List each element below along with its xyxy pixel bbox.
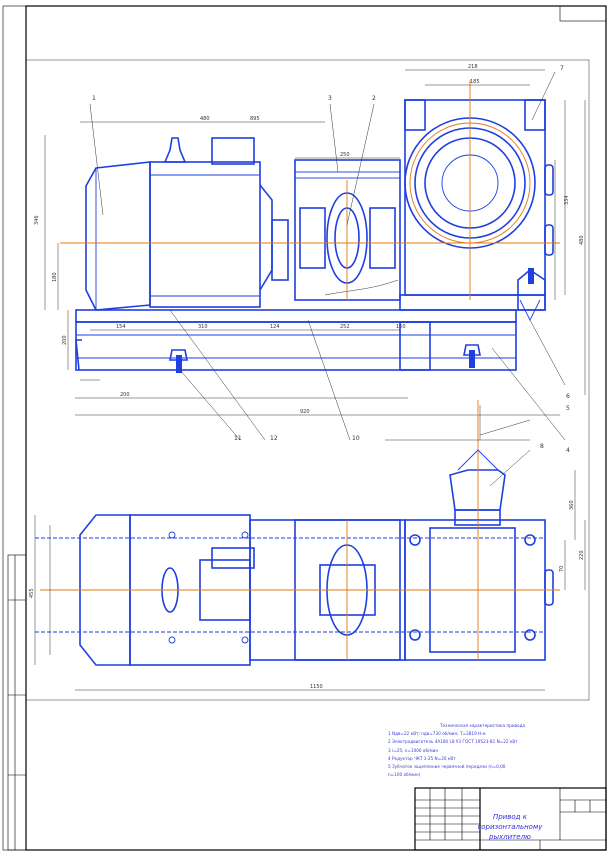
output-cone — [449, 400, 531, 526]
dim-coupling-width: 250 — [340, 152, 350, 158]
electric-motor — [85, 137, 289, 311]
title-block-name: Привод к горизонтальному рыхлителю — [477, 813, 543, 841]
callout-7: 7 — [560, 65, 564, 72]
dim-gearbox-width: 218 — [468, 64, 478, 70]
dim-height-left: 346 — [34, 215, 40, 225]
front-elevation-view — [60, 80, 560, 373]
technical-notes: Техническая характеристика привода 1 Nдв… — [388, 722, 598, 779]
callout-3: 3 — [328, 95, 332, 102]
dim-base-height: 200 — [62, 335, 68, 345]
callout-10: 10 — [352, 435, 360, 442]
plan-view — [35, 514, 560, 666]
title-block — [414, 787, 607, 851]
callout-12: 12 — [270, 435, 278, 442]
base-frame — [75, 309, 517, 373]
dim-plan-width: 455 — [29, 588, 35, 598]
dimension-lines-top — [44, 69, 586, 416]
dim-gearbox-inner: 185 — [470, 79, 480, 85]
callout-8: 8 — [540, 443, 544, 450]
dim-pitch-1: 154 — [116, 324, 126, 330]
callout-6: 6 — [566, 393, 570, 400]
dimension-lines-plan — [34, 470, 586, 691]
notes-line-2: 2 Электродвигатель 4А180 L8 У3 ГОСТ 1952… — [388, 739, 518, 745]
dimension-labels: 480 250 218 185 920 200 154 310 124 252 … — [29, 64, 585, 690]
dim-left-offset: 200 — [120, 392, 130, 398]
notes-line-3: 3 i=25; n=1000 об/мин — [388, 747, 439, 753]
dim-right-height-2: 480 — [579, 235, 585, 245]
dim-pitch-4: 252 — [340, 324, 350, 330]
callout-5: 5 — [566, 405, 570, 412]
notes-heading: Техническая характеристика привода — [440, 723, 526, 728]
notes-line-5: 5 Зубчатое зацепление червячной передачи… — [388, 764, 506, 770]
dim-right-height-1: 334 — [564, 195, 570, 205]
dim-top-overall: 895 — [250, 116, 260, 122]
dim-pitch-2: 310 — [198, 324, 208, 330]
notes-line-4: 4 Редуктор ЧКТ 1-25 N=20 кВт — [388, 755, 456, 761]
callout-2: 2 — [372, 95, 376, 102]
dim-pitch-5: 150 — [396, 324, 406, 330]
callout-labels: 1 3 2 7 6 5 4 11 12 10 8 — [92, 65, 570, 454]
worm-gearbox — [399, 99, 554, 322]
dim-plan-right-3: 70 — [559, 566, 565, 572]
coupling-guard — [294, 159, 401, 301]
callout-1: 1 — [92, 95, 96, 102]
callout-11: 11 — [234, 435, 242, 442]
dim-plan-right-1: 360 — [569, 500, 575, 510]
dim-plan-right-2: 220 — [579, 550, 585, 560]
dim-plan-length: 1150 — [310, 684, 323, 690]
notes-line-6: n=100 об/мин) — [388, 772, 421, 778]
sheet-frame — [2, 5, 607, 851]
dim-shaft-height: 180 — [52, 272, 58, 282]
notes-line-1: 1 Nдв=22 кВт; nдв=730 об/мин; Т=2819 Н·м — [388, 731, 486, 737]
callout-4: 4 — [566, 447, 570, 454]
leader-lines — [89, 71, 566, 487]
dim-overall-length: 920 — [300, 409, 310, 415]
dim-pitch-3: 124 — [270, 324, 280, 330]
dim-motor-length: 480 — [200, 116, 210, 122]
